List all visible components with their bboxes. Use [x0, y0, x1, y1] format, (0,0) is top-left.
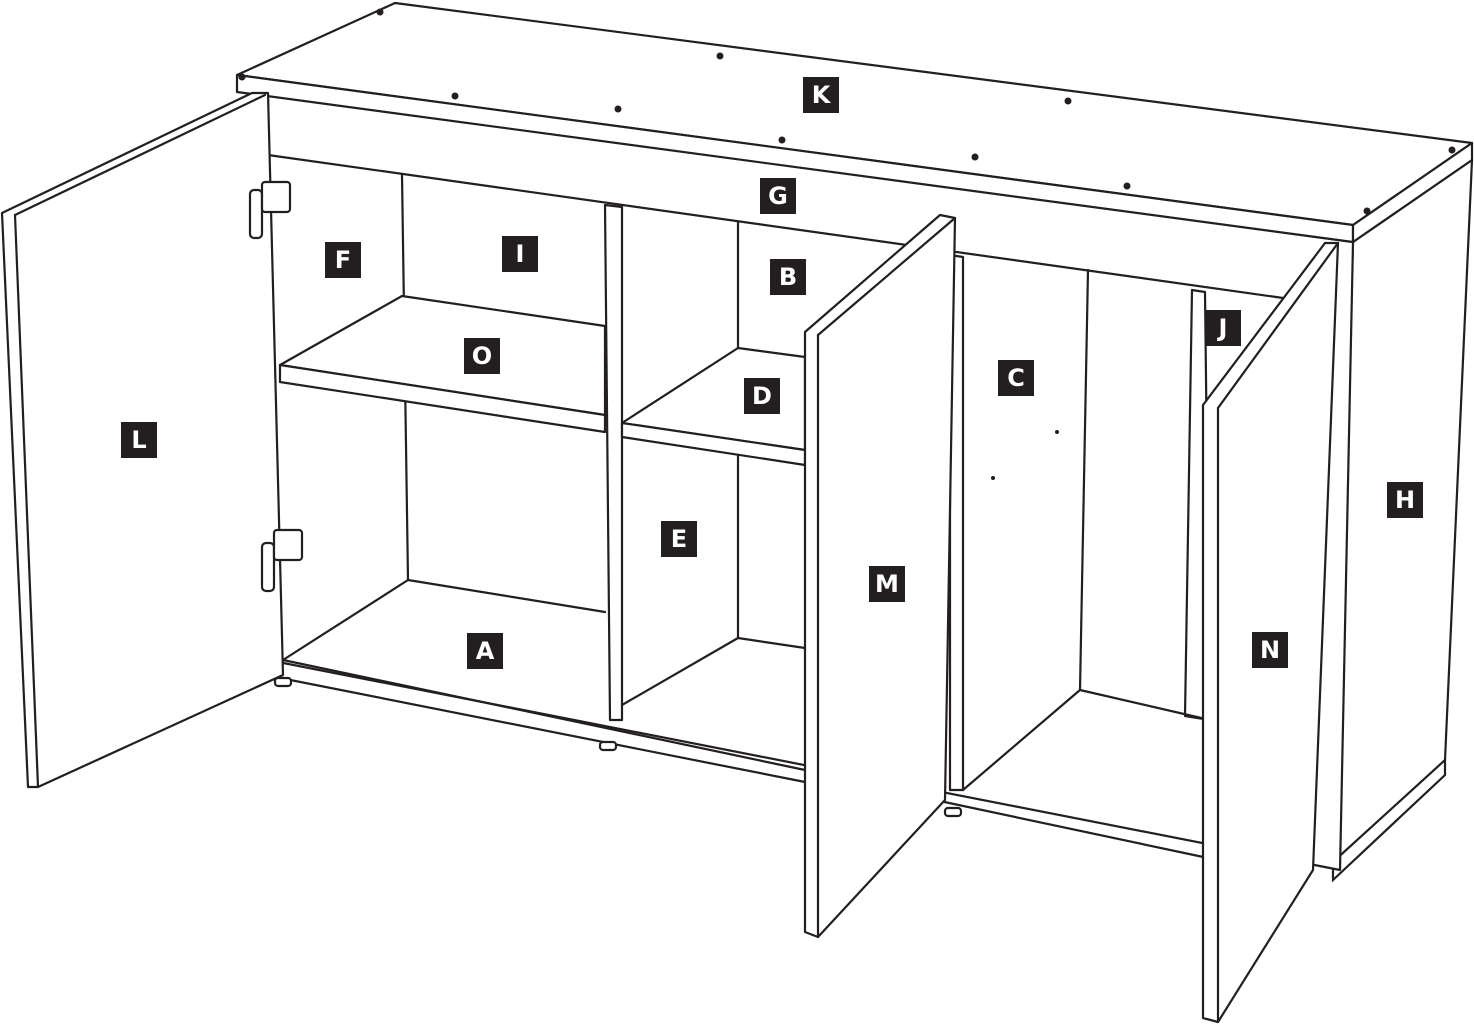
label-l: L — [121, 422, 157, 458]
label-c: C — [998, 360, 1034, 396]
label-b: B — [770, 259, 806, 295]
label-f: F — [325, 242, 361, 278]
divider-e — [603, 203, 624, 722]
label-a: A — [467, 633, 503, 669]
label-d: D — [744, 378, 780, 414]
label-o: O — [464, 338, 500, 374]
label-i: I — [502, 236, 538, 272]
hinge-icon — [248, 180, 292, 240]
label-e: E — [661, 521, 697, 557]
label-h: H — [1387, 482, 1423, 518]
bottom-panel-a — [281, 658, 807, 772]
label-g: G — [760, 178, 796, 214]
label-k: K — [803, 77, 839, 113]
hinge-icon — [260, 528, 304, 593]
top-rail-g — [266, 153, 1285, 300]
label-m: M — [869, 566, 905, 602]
label-j: J — [1205, 310, 1241, 346]
label-n: N — [1252, 632, 1288, 668]
